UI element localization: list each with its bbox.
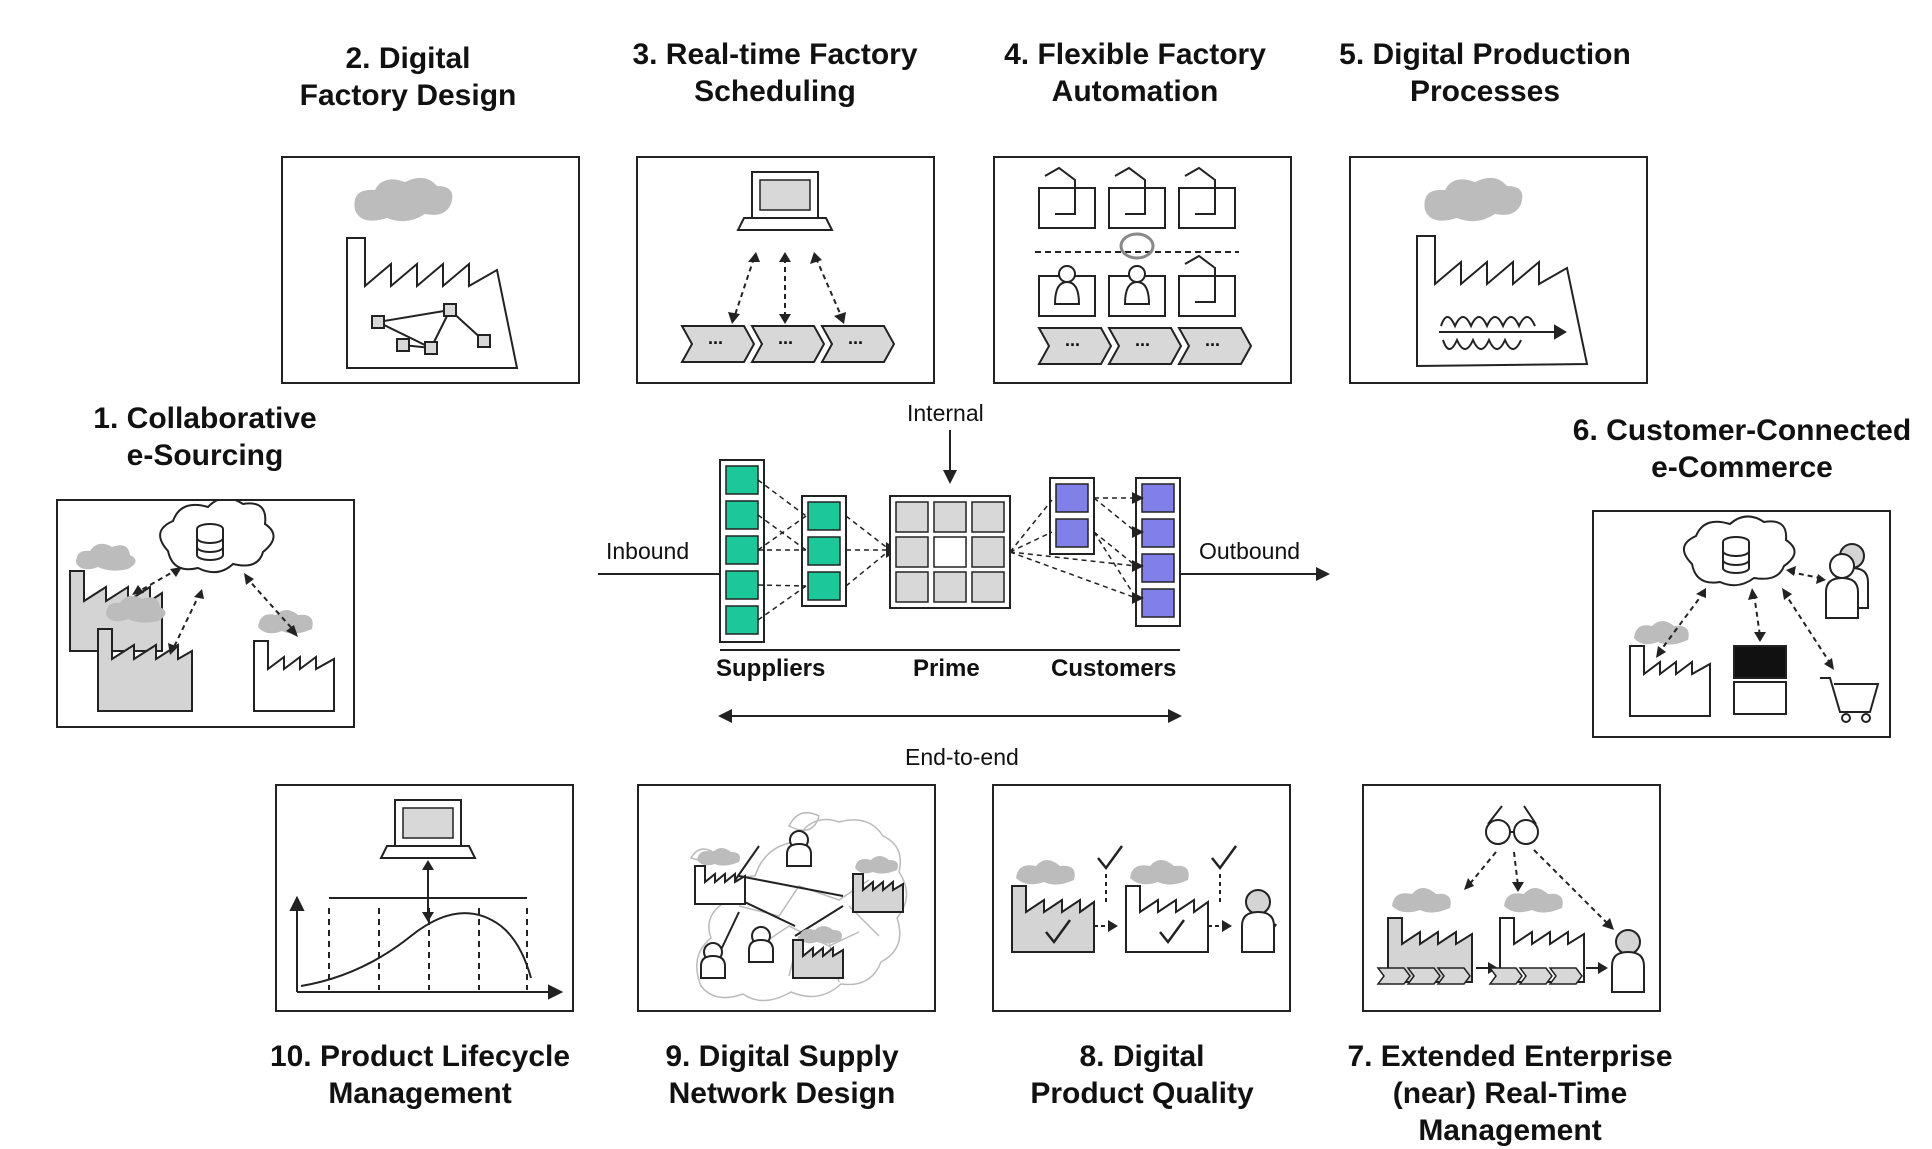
panel-flexible-factory-automation: ... ... ... (993, 156, 1292, 384)
panel-digital-production-processes (1349, 156, 1648, 384)
panel-digital-supply-network-design (637, 784, 936, 1012)
process-chevrons (1488, 967, 1583, 985)
chevron-label: ... (1205, 330, 1221, 350)
label-internal: Internal (907, 400, 984, 426)
chevron-label: ... (778, 328, 794, 348)
chevron-label: ... (708, 328, 724, 348)
title-digital-product-quality: 8. Digital Product Quality (1030, 1040, 1254, 1110)
chevron-label: ... (1065, 330, 1081, 350)
factory-icon (1629, 621, 1711, 717)
title-digital-factory-design: 2. Digital Factory Design (299, 42, 517, 112)
factory-icon (1011, 860, 1095, 953)
robot-arm-stations (1038, 166, 1236, 317)
person-icon (700, 830, 812, 979)
process-chevrons (1037, 327, 1253, 365)
laptop-icon (736, 171, 834, 231)
panel-digital-factory-design (281, 156, 580, 384)
process-flow-icon (1439, 316, 1567, 350)
customer-icon (1825, 543, 1869, 619)
glasses-icon (1485, 805, 1539, 845)
panel-collaborative-e-sourcing (56, 499, 355, 728)
title-real-time-factory-scheduling: 3. Real-time Factory Scheduling (632, 38, 918, 108)
dashed-arrow (135, 568, 297, 652)
factory-icon (1416, 177, 1589, 368)
title-extended-enterprise-management: 7. Extended Enterprise (near) Real-Time … (1347, 1040, 1673, 1147)
label-inbound: Inbound (606, 538, 690, 564)
dashed-arrow (733, 257, 843, 319)
cloud-database-icon (1683, 515, 1796, 587)
label-end-to-end: End-to-end (905, 744, 1019, 770)
swap-icon (1119, 232, 1155, 260)
label-outbound: Outbound (1199, 538, 1301, 564)
chevron-label: ... (848, 328, 864, 348)
lifecycle-chart (289, 895, 564, 1000)
title-customer-connected-e-commerce: 6. Customer-Connected e-Commerce (1572, 414, 1912, 484)
panel-product-lifecycle-management (275, 784, 574, 1012)
customer-tier-1 (1049, 477, 1095, 555)
customer-tier-2 (1135, 477, 1181, 627)
laptop-icon (379, 799, 477, 859)
inspector-icon (1241, 889, 1275, 953)
panel-digital-product-quality (992, 784, 1291, 1012)
label-suppliers: Suppliers (716, 655, 826, 682)
panel-real-time-factory-scheduling: ... ... ... (636, 156, 935, 384)
panel-customer-connected-e-commerce (1592, 510, 1891, 738)
panel-extended-enterprise-management (1362, 784, 1661, 1012)
factory-icon (792, 926, 844, 979)
supply-chain-diagram (598, 430, 1330, 723)
label-prime: Prime (913, 655, 980, 682)
factory-icon (97, 595, 193, 712)
network-nodes (371, 303, 491, 355)
factory-icon (1125, 860, 1209, 953)
factory-icon (852, 856, 904, 913)
customer-icon (1611, 929, 1645, 993)
process-chevrons (680, 325, 896, 363)
shopping-cart-icon (1820, 677, 1880, 723)
factory-icon (1387, 888, 1473, 983)
dashed-arrow (1467, 849, 1611, 927)
title-flexible-factory-automation: 4. Flexible Factory Automation (1004, 38, 1266, 108)
factory-icon (346, 177, 519, 369)
label-customers: Customers (1051, 655, 1177, 682)
title-digital-production-processes: 5. Digital Production Processes (1339, 38, 1631, 108)
prime-factory-grid (889, 495, 1011, 609)
dashed-arrow (1657, 571, 1833, 667)
title-digital-supply-network-design: 9. Digital Supply Network Design (665, 1040, 899, 1110)
cloud-database-icon (159, 501, 275, 574)
supplier-tier-1 (801, 495, 847, 607)
supplier-tier-2 (719, 459, 765, 643)
factory-icon (694, 848, 746, 905)
factory-icon (1499, 888, 1585, 983)
product-black-box (1733, 645, 1787, 679)
process-chevrons (1376, 967, 1471, 985)
title-product-lifecycle-management: 10. Product Lifecycle Management (269, 1040, 571, 1110)
title-collaborative-e-sourcing: 1. Collaborative e-Sourcing (93, 402, 317, 472)
chevron-label: ... (1135, 330, 1151, 350)
product-white-box (1733, 681, 1787, 715)
factory-icon (253, 610, 335, 712)
